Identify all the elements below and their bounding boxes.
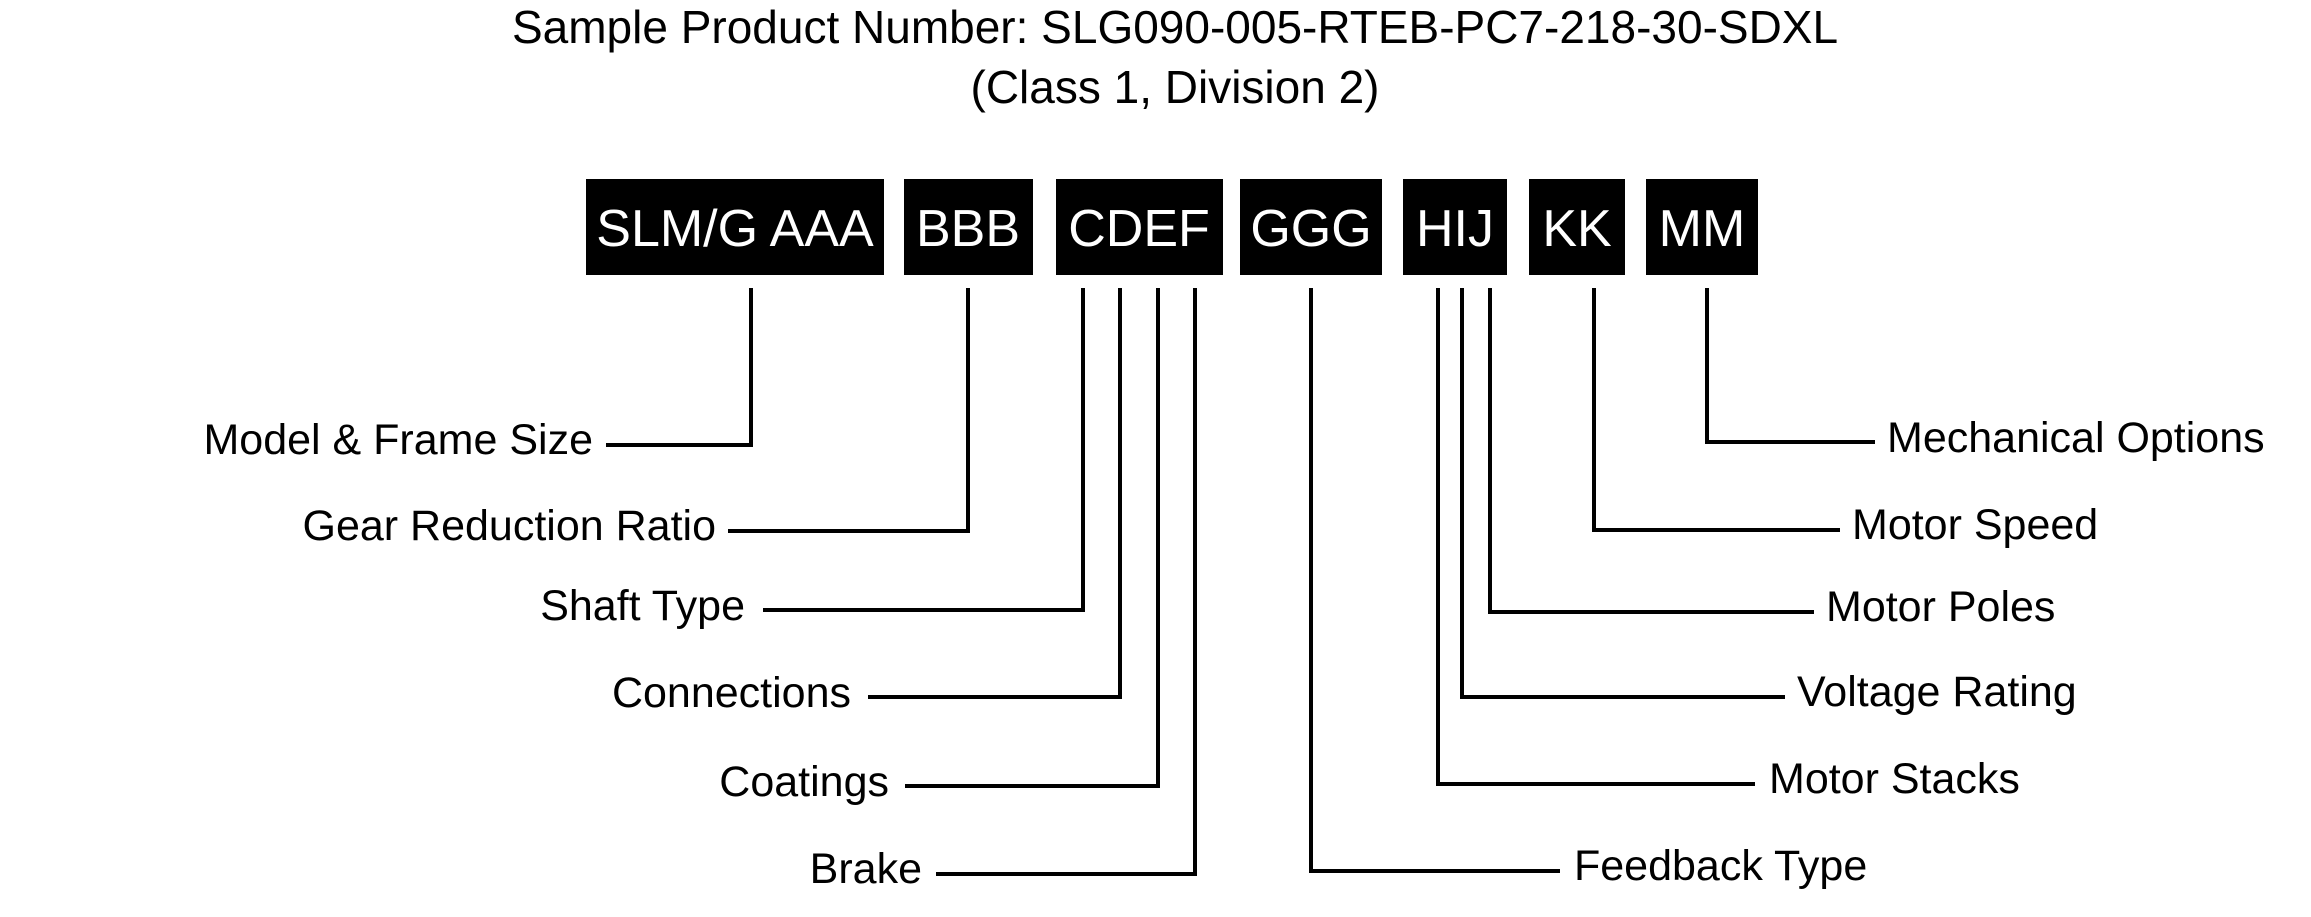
leader-motor-poles [1488, 288, 1814, 614]
label-shaft-type: Shaft Type [540, 582, 745, 630]
leader-lines [606, 288, 1875, 876]
label-feedback-type: Feedback Type [1574, 842, 1867, 890]
code-box [1529, 179, 1625, 275]
field-labels: Model & Frame Size Gear Reduction Ratio … [203, 414, 2264, 893]
code-segment-slmg-aaa: SLM/G AAA [586, 179, 884, 275]
label-mechanical-options: Mechanical Options [1887, 414, 2265, 462]
label-motor-stacks: Motor Stacks [1769, 755, 2020, 803]
leader-feedback-type [1309, 288, 1560, 873]
label-connections: Connections [612, 669, 851, 717]
code-label: KK [1542, 200, 1612, 258]
code-segment-ggg: GGG [1240, 179, 1382, 275]
leader-brake [936, 288, 1197, 876]
label-motor-speed: Motor Speed [1852, 501, 2098, 549]
label-coatings: Coatings [719, 758, 889, 806]
code-label: HIJ [1416, 200, 1494, 258]
diagram-subtitle: (Class 1, Division 2) [971, 61, 1380, 113]
leader-mechanical-options [1705, 288, 1875, 444]
code-label: CDEF [1068, 200, 1210, 258]
label-model-frame-size: Model & Frame Size [203, 416, 593, 464]
diagram-title: Sample Product Number: SLG090-005-RTEB-P… [512, 1, 1838, 53]
code-label: SLM/G AAA [596, 200, 874, 258]
code-segment-mm: MM [1646, 179, 1758, 275]
code-box [1056, 179, 1223, 275]
label-voltage-rating: Voltage Rating [1797, 668, 2077, 716]
code-box [1240, 179, 1382, 275]
code-segment-hij: HIJ [1403, 179, 1507, 275]
code-box [1646, 179, 1758, 275]
label-brake: Brake [810, 845, 922, 893]
label-motor-poles: Motor Poles [1826, 583, 2055, 631]
code-segments: SLM/G AAA BBB CDEF GGG HIJ KK MM [586, 179, 1758, 275]
leader-model-frame-size [606, 288, 753, 447]
leader-shaft-type [763, 288, 1085, 612]
code-box [904, 179, 1033, 275]
code-box [586, 179, 884, 275]
code-segment-bbb: BBB [904, 179, 1033, 275]
code-segment-cdef: CDEF [1056, 179, 1223, 275]
leader-motor-speed [1592, 288, 1840, 532]
label-gear-reduction-ratio: Gear Reduction Ratio [303, 502, 717, 550]
code-label: MM [1659, 200, 1746, 258]
leader-motor-stacks [1436, 288, 1755, 786]
leader-voltage-rating [1460, 288, 1785, 699]
code-label: GGG [1250, 200, 1371, 258]
code-box [1403, 179, 1507, 275]
code-segment-kk: KK [1529, 179, 1625, 275]
leader-gear-reduction-ratio [728, 288, 970, 533]
leader-connections [868, 288, 1122, 699]
code-label: BBB [916, 200, 1020, 258]
leader-coatings [905, 288, 1160, 788]
